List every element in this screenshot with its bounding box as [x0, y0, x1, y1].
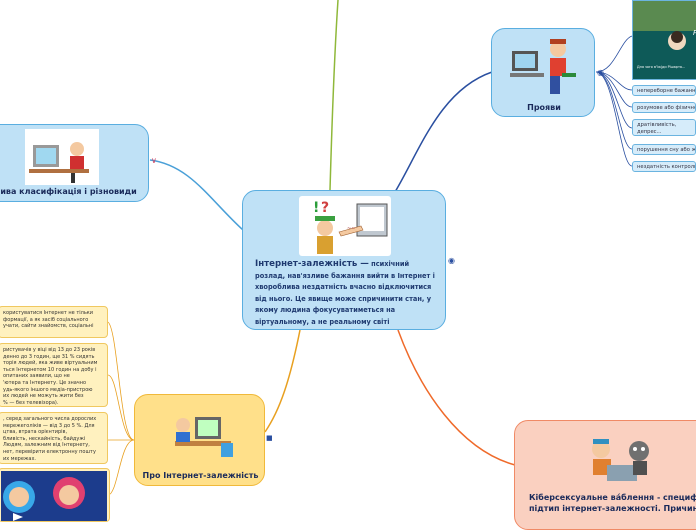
central-body: розлад, нав'язливе бажання вийти в Інтер…: [255, 271, 435, 326]
worried-user-illustration: [165, 399, 237, 465]
central-title: Інтернет-залежність —: [255, 259, 369, 269]
svg-text:?: ?: [321, 200, 329, 216]
manifestation-item-5[interactable]: нездатність контролю...: [632, 161, 696, 172]
svg-text:!: !: [313, 200, 319, 216]
central-title-rest: психічний: [371, 260, 410, 268]
collapse-toggle-icon[interactable]: ◉: [448, 256, 455, 265]
computer-user-illustration: [506, 33, 582, 99]
svg-text:~~: ~~: [347, 226, 355, 232]
about-toggle-icon[interactable]: ■: [266, 434, 273, 442]
about-note-1[interactable]: користуватися Інтернет не тільки формаці…: [0, 306, 108, 338]
about-note-2[interactable]: ристувачів у віці від 13 до 23 років ден…: [0, 343, 108, 407]
manifestations-node[interactable]: Прояви: [491, 28, 595, 117]
video-thumbnail[interactable]: Р Для чого в'їж|ди Рішарта...: [632, 0, 696, 80]
about-node[interactable]: Про Інтернет-залежність: [134, 394, 265, 486]
svg-text:Р: Р: [693, 29, 696, 37]
about-label: Про Інтернет-залежність: [142, 471, 259, 480]
manifestations-label: Прояви: [527, 103, 561, 112]
video-caption: Для чого в'їж|ди Рішарта...: [637, 65, 686, 69]
cyber-illustration: [581, 433, 661, 491]
central-topic-node[interactable]: ! ? ~~ Інтернет-залежність — психічний р…: [242, 190, 446, 330]
cybersex-label: Кіберсексуальне вáблення - специфічний: [529, 493, 696, 502]
cartoon-children-image[interactable]: [0, 468, 110, 522]
manifestations-toggle-icon[interactable]: ◉: [597, 68, 604, 77]
manifestation-item-3[interactable]: дратівливість, депрес... спілкуванні з л…: [632, 119, 696, 136]
manifestation-item-4[interactable]: порушення сну або ж...: [632, 144, 696, 155]
desk-computer-illustration: [25, 129, 99, 185]
classification-toggle-icon[interactable]: ∨: [151, 156, 157, 165]
cybersex-label-line2: підтип інтернет-залежності. Причини:: [529, 504, 696, 513]
classification-label: ожлива класифікація і різновиди: [0, 187, 137, 196]
manifestation-item-2[interactable]: розумове або фізичне...: [632, 102, 696, 113]
internet-addiction-illustration: ! ? ~~: [299, 196, 391, 256]
cybersex-node[interactable]: Кіберсексуальне вáблення - специфічний п…: [514, 420, 696, 530]
classification-node[interactable]: ожлива класифікація і різновиди: [0, 124, 149, 202]
central-description: Інтернет-залежність — психічний розлад, …: [255, 259, 435, 328]
about-note-3[interactable]: , серед загального числа дорослих мереже…: [0, 412, 108, 464]
manifestation-item-1[interactable]: непереборне бажанн...: [632, 85, 696, 96]
